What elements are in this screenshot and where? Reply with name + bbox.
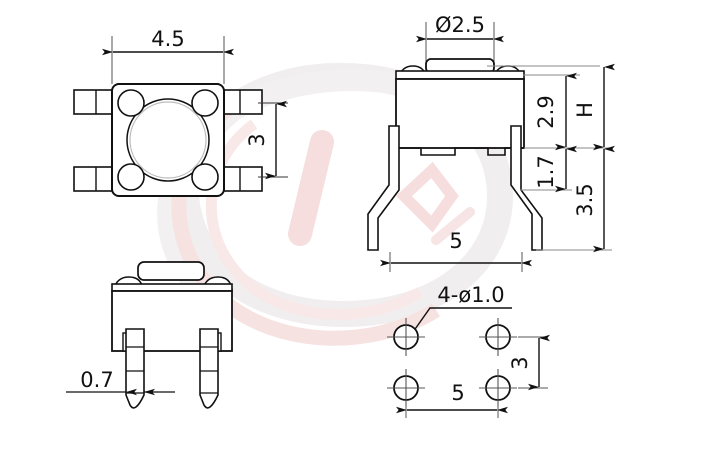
dim-label-5-pcb: 5 xyxy=(451,381,464,405)
lead-right-front xyxy=(199,328,219,409)
dim-label-H: H xyxy=(573,102,597,118)
dim-label-pitch-y-top: 3 xyxy=(245,133,269,146)
lead-left-front xyxy=(125,328,145,409)
front-view xyxy=(66,261,233,409)
dim-label-3-pcb: 3 xyxy=(508,356,532,369)
lead-left-side xyxy=(367,125,400,251)
leader-line-hole-callout xyxy=(412,307,512,333)
pcb-footprint-view xyxy=(387,307,550,418)
dim-label-2-9: 2.9 xyxy=(534,95,558,128)
lead-right-side xyxy=(510,125,543,251)
switch-body-side xyxy=(395,78,525,149)
pcb-pad-top-right xyxy=(479,318,517,356)
top-view xyxy=(73,36,288,197)
dim-label-width: 4.5 xyxy=(151,27,184,51)
dim-label-5-side: 5 xyxy=(449,229,462,253)
pcb-pad-top-left xyxy=(387,318,425,356)
dim-label-0-7: 0.7 xyxy=(80,368,113,392)
dim-label-hole-callout: 4-ø1.0 xyxy=(437,283,504,307)
pcb-pad-bottom-left xyxy=(387,369,425,407)
dim-label-1-7: 1.7 xyxy=(534,155,558,188)
plunger-cap-front xyxy=(137,261,205,281)
dim-label-dia-2-5: Ø2.5 xyxy=(435,13,485,37)
side-view xyxy=(367,22,615,272)
dim-label-3-5: 3.5 xyxy=(573,183,597,216)
